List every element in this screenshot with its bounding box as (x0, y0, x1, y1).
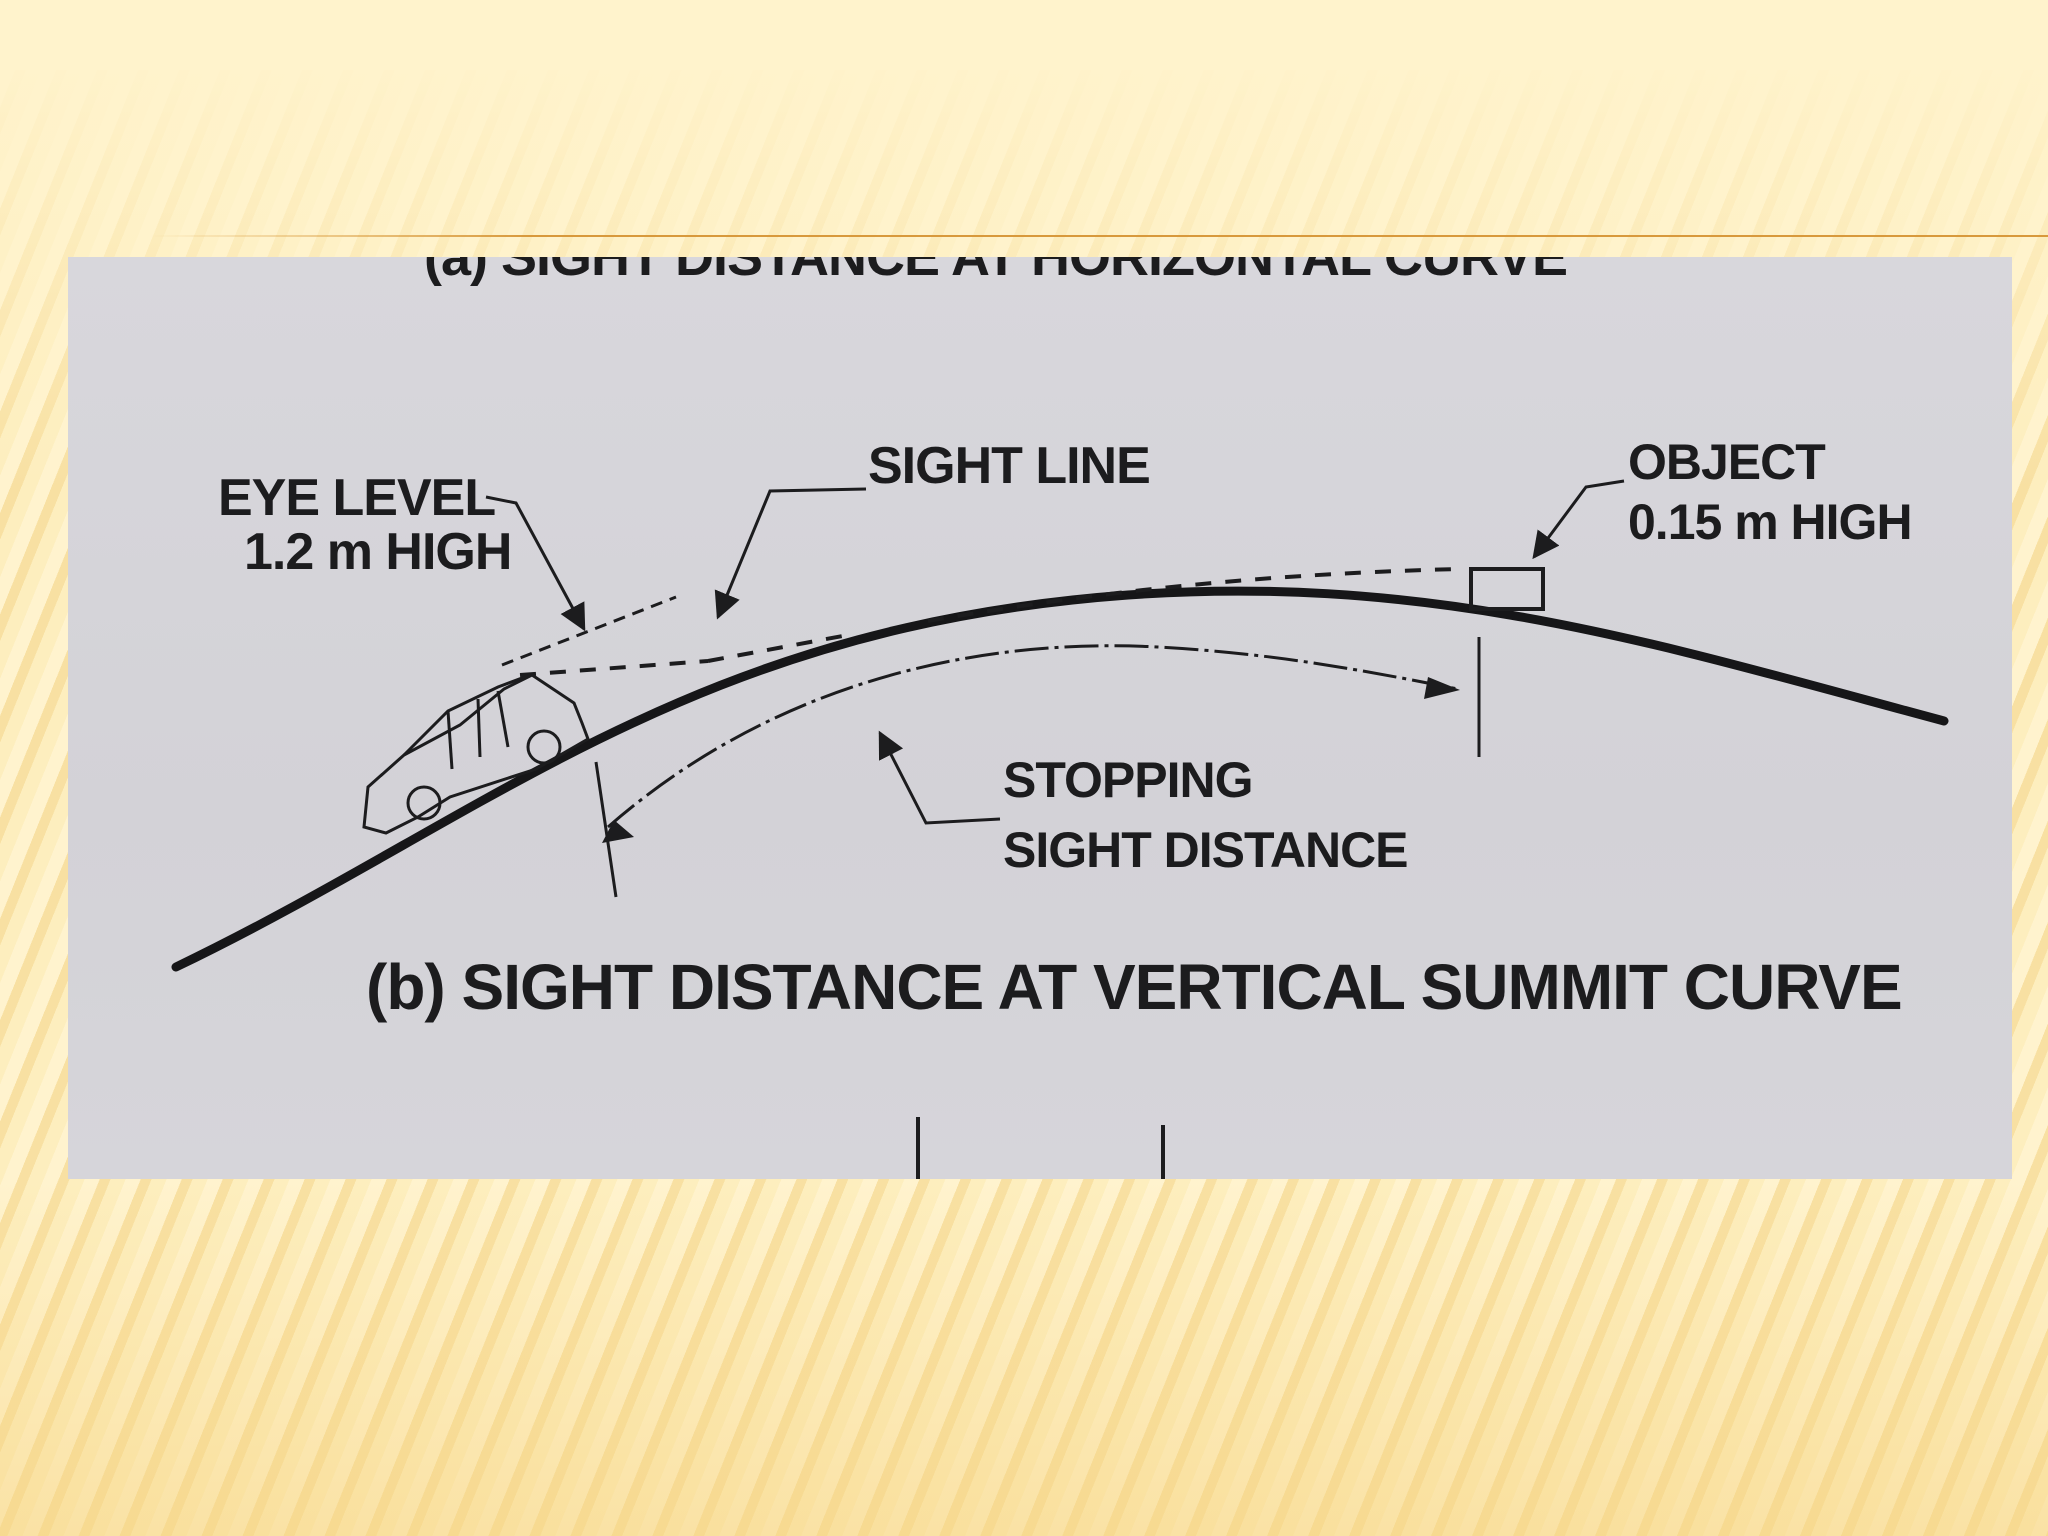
top-caption: (a) SIGHT DISTANCE AT HORIZONTAL CURVE (424, 257, 1567, 287)
sight-line (519, 567, 1459, 677)
eye-ray (501, 595, 677, 667)
object-height: 0.15 m HIGH (1628, 494, 1912, 550)
svg-text:EYE LEVEL: EYE LEVEL (218, 469, 495, 527)
stopping-arrow-right (1424, 677, 1460, 699)
svg-text:1.2 m HIGH: 1.2 m HIGH (244, 523, 511, 581)
start-tick (594, 761, 618, 898)
object-box (1469, 567, 1545, 611)
eye-level-leader (485, 495, 586, 632)
stopping-distance-arc (607, 644, 1459, 829)
stopping-label: STOPPING (1003, 752, 1252, 808)
svg-text:STOPPING: STOPPING (1003, 752, 1252, 808)
bottom-caption: (b) SIGHT DISTANCE AT VERTICAL SUMMIT CU… (366, 951, 1902, 1023)
object-label: OBJECT (1628, 434, 1825, 490)
sight-distance-label: SIGHT DISTANCE (1003, 822, 1408, 878)
svg-text:OBJECT: OBJECT (1628, 434, 1825, 490)
stopping-leader (878, 730, 1001, 825)
eye-level-height: 1.2 m HIGH (244, 523, 511, 581)
stopping-arrow-left (602, 820, 634, 843)
sight-line-label: SIGHT LINE (868, 437, 1150, 495)
svg-text:0.15 m HIGH: 0.15 m HIGH (1628, 494, 1912, 550)
slide-bottom-glow (0, 1180, 2048, 1536)
svg-text:SIGHT DISTANCE: SIGHT DISTANCE (1003, 822, 1408, 878)
object-leader (1532, 479, 1625, 560)
title-underline (150, 235, 2048, 237)
car-icon (362, 673, 590, 835)
sight-distance-figure: (a) SIGHT DISTANCE AT HORIZONTAL CURVE (68, 257, 2012, 1179)
eye-level-label: EYE LEVEL (218, 469, 495, 527)
sight-line-leader (714, 487, 867, 620)
summit-curve-diagram: (a) SIGHT DISTANCE AT HORIZONTAL CURVE (171, 257, 1949, 1179)
